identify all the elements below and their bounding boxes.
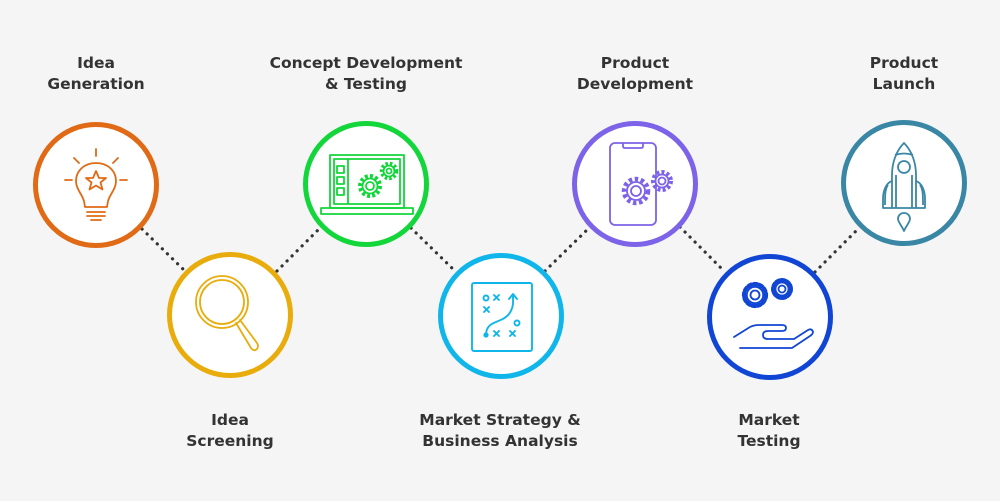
- step-label-idea-screening: Idea Screening: [186, 411, 274, 450]
- step-circle-product-development: [572, 121, 698, 247]
- laptop-gears-icon: [320, 154, 414, 215]
- strategy-board-icon: [471, 282, 533, 352]
- step-label-concept-development: Concept Development & Testing: [269, 54, 463, 93]
- magnifying-glass-icon: [195, 275, 259, 352]
- step-label-product-launch: Product Launch: [869, 54, 939, 93]
- step-label-product-development: Product Development: [576, 54, 694, 93]
- hand-gears-icon: [733, 278, 814, 349]
- step-label-market-testing: Market Testing: [737, 411, 801, 450]
- step-circle-idea-generation: [33, 122, 159, 248]
- lightbulb-star-icon: [64, 148, 128, 221]
- phone-gears-icon: [609, 142, 673, 226]
- rocket-icon: [882, 142, 926, 232]
- step-circle-concept-development: [303, 121, 429, 247]
- connector-3-4: [409, 226, 457, 273]
- connector-2-3: [275, 226, 322, 273]
- connector-1-2: [140, 227, 187, 273]
- step-circle-market-testing: [707, 254, 833, 380]
- step-label-market-strategy: Market Strategy & Business Analysis: [419, 411, 581, 450]
- step-label-idea-generation: Idea Generation: [47, 54, 145, 93]
- step-circle-market-strategy: [438, 253, 564, 379]
- step-circle-product-launch: [841, 120, 967, 246]
- step-circle-idea-screening: [167, 252, 293, 378]
